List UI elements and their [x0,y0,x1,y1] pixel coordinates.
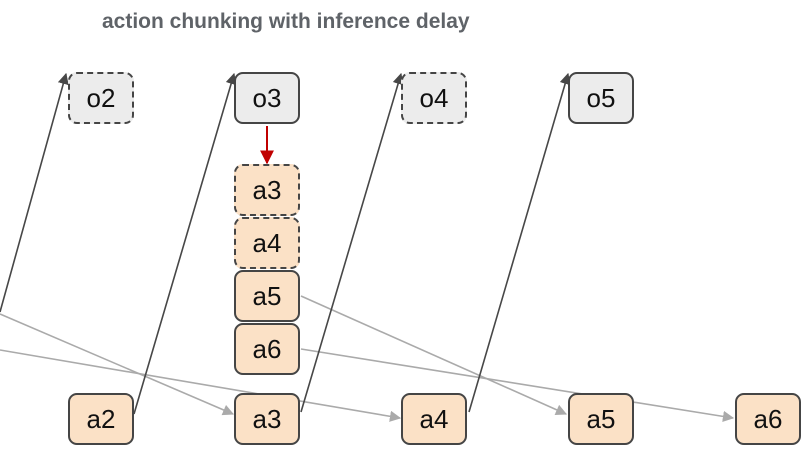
observation-node-o5: o5 [568,72,634,124]
dark-arrow-a3-to-o4 [300,72,404,413]
observation-node-o2: o2 [68,72,134,124]
dark-arrow-a2-to-o3 [133,72,237,415]
chunk-action-node-a5: a5 [234,270,300,322]
chunk-action-node-a4: a4 [234,217,300,269]
executed-action-node-a6: a6 [735,393,801,445]
gray-arrow-a5-to-a5 [300,295,568,416]
executed-action-node-a5: a5 [568,393,634,445]
executed-action-node-a2: a2 [68,393,134,445]
dark-arrow-offscreen-to-o2 [0,72,69,313]
dark-arrow-a4-to-o5 [468,72,571,413]
chunk-action-node-a6: a6 [234,323,300,375]
gray-arrow-offscreen-to-a4 [0,349,402,422]
observation-node-o4: o4 [401,72,467,124]
observation-node-o3: o3 [234,72,300,124]
diagram-title: action chunking with inference delay [102,10,470,33]
gray-arrow-offscreen-to-a3 [0,313,235,416]
executed-action-node-a4: a4 [401,393,467,445]
executed-action-node-a3: a3 [234,393,300,445]
gray-arrow-a6-to-a6 [300,348,735,422]
chunk-action-node-a3: a3 [234,164,300,216]
